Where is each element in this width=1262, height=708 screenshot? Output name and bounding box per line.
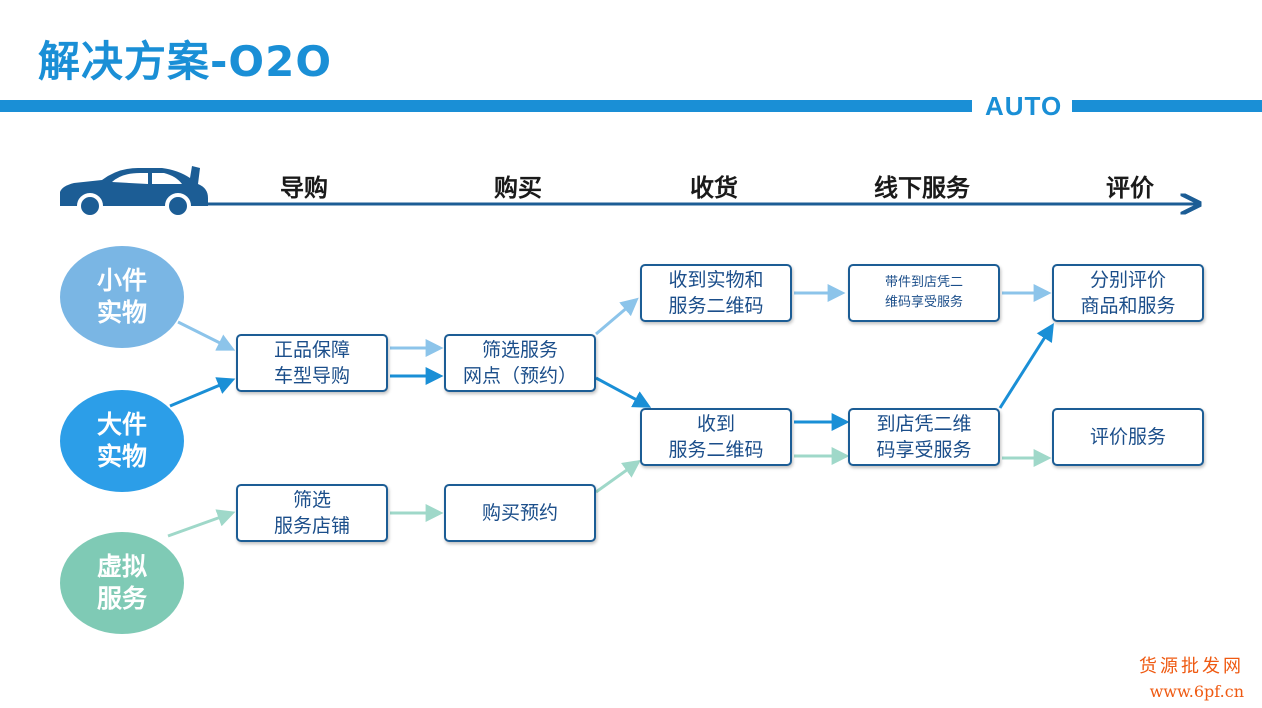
stage-offline-service: 线下服务 (874, 174, 970, 202)
box-receive-qr-line2: 服务二维码 (668, 439, 764, 461)
arrow-outlet-to-receive-qr (595, 376, 652, 408)
box-receive-goods-qr-line1: 收到实物和 (668, 269, 764, 291)
box-rate-separately-line2: 商品和服务 (1080, 295, 1176, 317)
box-filter-outlet-line1: 筛选服务 (481, 339, 558, 361)
box-bring-items-line2: 维码享受服务 (884, 295, 963, 310)
category-large-goods-line2: 实物 (96, 442, 147, 471)
box-buy-reserve: 购买预约 (444, 484, 596, 542)
watermark-url: www.6pf.cn (1149, 682, 1244, 701)
arrow-virtual-to-filter-shop (167, 509, 236, 538)
stage-receive: 收货 (690, 174, 738, 202)
stage-guide: 导购 (280, 174, 328, 202)
box-genuine-guide-line1: 正品保障 (273, 339, 350, 361)
stage-purchase: 购买 (494, 174, 542, 202)
box-rate-service-line1: 评价服务 (1089, 426, 1166, 448)
arrow-buy-to-receive-qr (595, 459, 641, 494)
box-receive-qr-line1: 收到 (696, 413, 735, 435)
box-filter-shop-line1: 筛选 (292, 489, 331, 511)
box-filter-shop-line2: 服务店铺 (273, 515, 350, 537)
box-store-qr-line2: 码享受服务 (876, 439, 972, 461)
category-large-goods: 大件 实物 (60, 390, 184, 492)
brand-label: AUTO (985, 91, 1063, 121)
category-large-goods-line1: 大件 (96, 410, 147, 439)
watermark: 货源批发网 www.6pf.cn (1139, 652, 1244, 701)
box-store-qr-line1: 到店凭二维 (876, 413, 972, 435)
category-virtual-service-line2: 服务 (96, 584, 147, 613)
box-filter-outlet-line2: 网点（预约） (462, 365, 577, 387)
box-genuine-guide: 正品保障 车型导购 (236, 334, 388, 392)
box-receive-qr: 收到 服务二维码 (640, 408, 792, 466)
arrow-large-to-genuine (169, 377, 236, 408)
arrow-outlet-to-receive-goods (595, 297, 639, 336)
car-icon (60, 166, 208, 219)
box-store-qr: 到店凭二维 码享受服务 (848, 408, 1000, 466)
box-rate-service: 评价服务 (1052, 408, 1204, 466)
box-bring-items-line1: 带件到店凭二 (884, 275, 963, 290)
box-receive-goods-qr-line2: 服务二维码 (668, 295, 764, 317)
category-virtual-service-line1: 虚拟 (96, 552, 147, 581)
watermark-text: 货源批发网 (1139, 656, 1244, 677)
box-receive-goods-qr: 收到实物和 服务二维码 (640, 264, 792, 322)
box-rate-separately-line1: 分别评价 (1089, 269, 1166, 291)
box-filter-outlet: 筛选服务 网点（预约） (444, 334, 596, 392)
box-rate-separately: 分别评价 商品和服务 (1052, 264, 1204, 322)
box-bring-items: 带件到店凭二 维码享受服务 (848, 264, 1000, 322)
arrow-store-to-rate-separately (998, 322, 1054, 409)
arrow-small-to-genuine (177, 320, 236, 351)
category-virtual-service: 虚拟 服务 (60, 532, 184, 634)
box-genuine-guide-line2: 车型导购 (273, 365, 350, 387)
category-small-goods-line2: 实物 (96, 298, 147, 327)
stage-review: 评价 (1106, 174, 1154, 202)
box-buy-reserve-line1: 购买预约 (481, 502, 558, 524)
page-title: 解决方案-O2O (38, 37, 333, 86)
header-rule-left (0, 100, 972, 112)
category-small-goods-line1: 小件 (96, 266, 147, 295)
box-filter-shop: 筛选 服务店铺 (236, 484, 388, 542)
header-rule-right (1072, 100, 1262, 112)
category-small-goods: 小件 实物 (60, 246, 184, 348)
